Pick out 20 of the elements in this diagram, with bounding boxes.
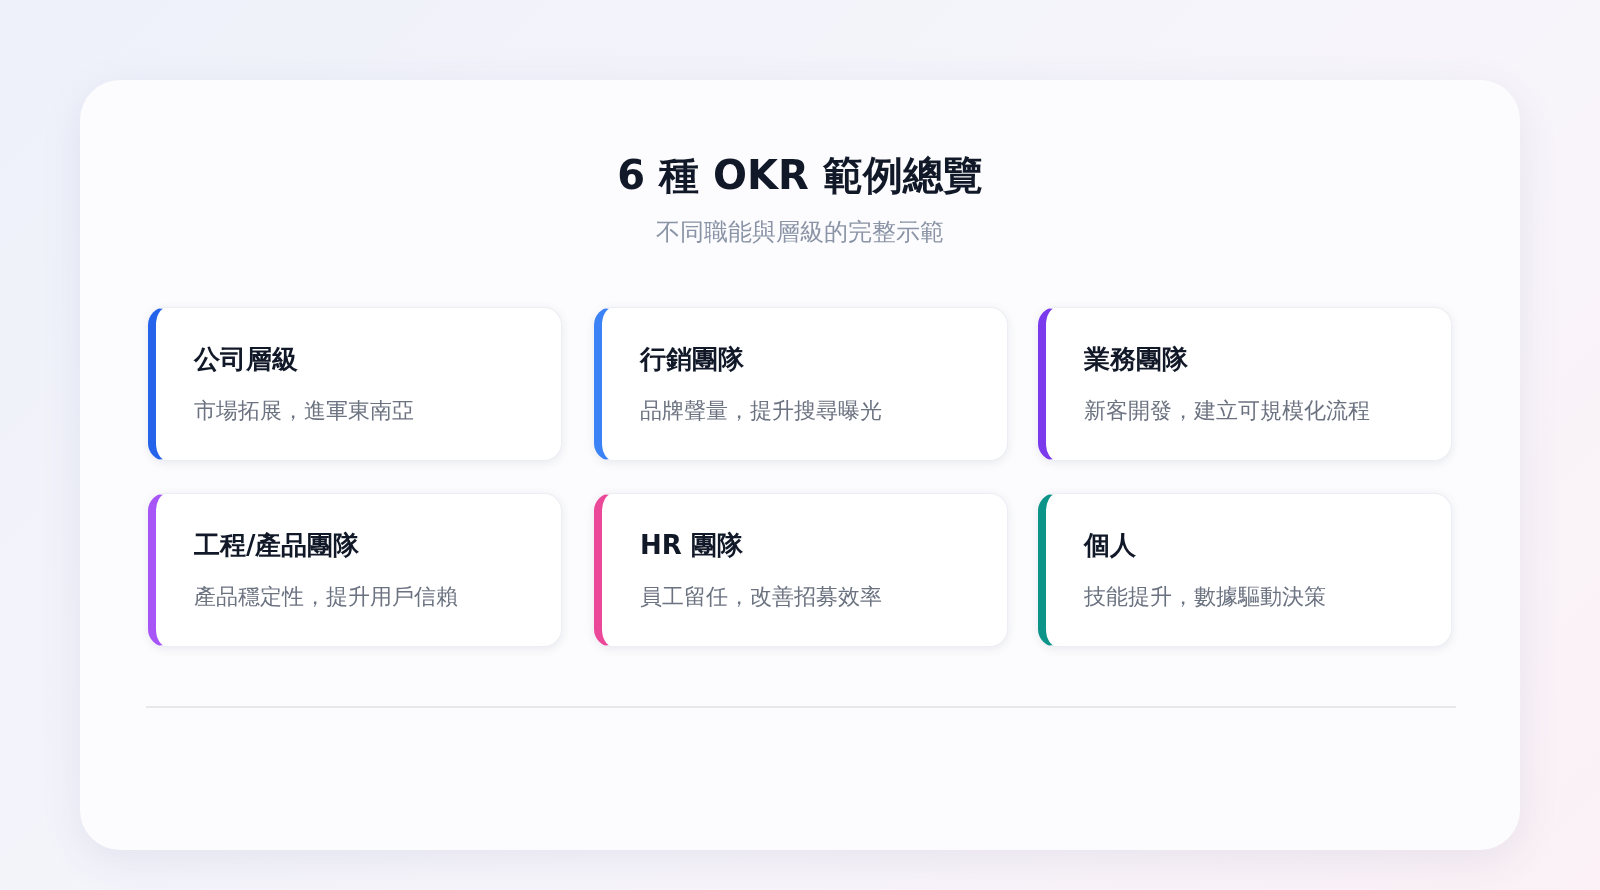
page-title: 6 種 OKR 範例總覽: [616, 151, 984, 200]
card-description: 品牌聲量，提升搜尋曝光: [640, 397, 882, 425]
card-heading: 行銷團隊: [640, 343, 744, 376]
okr-card: [148, 307, 562, 461]
okr-card: [594, 307, 1008, 461]
card-description: 新客開發，建立可規模化流程: [1084, 397, 1370, 425]
card-description: 技能提升，數據驅動決策: [1084, 583, 1326, 611]
okr-card: [1038, 307, 1452, 461]
card-description: 產品穩定性，提升用戶信賴: [194, 583, 458, 611]
card-heading: 業務團隊: [1084, 343, 1188, 376]
subtitle: 不同職能與層級的完整示範: [655, 217, 945, 248]
card-heading: 工程/產品團隊: [194, 529, 360, 562]
okr-card: [1038, 493, 1452, 647]
card-description: 員工留任，改善招募效率: [640, 583, 882, 611]
card-heading: 公司層級: [194, 343, 298, 376]
card-heading: HR 團隊: [640, 529, 743, 562]
card-description: 市場拓展，進軍東南亞: [194, 397, 414, 425]
card-heading: 個人: [1084, 529, 1136, 562]
okr-card: [594, 493, 1008, 647]
okr-card: [148, 493, 562, 647]
